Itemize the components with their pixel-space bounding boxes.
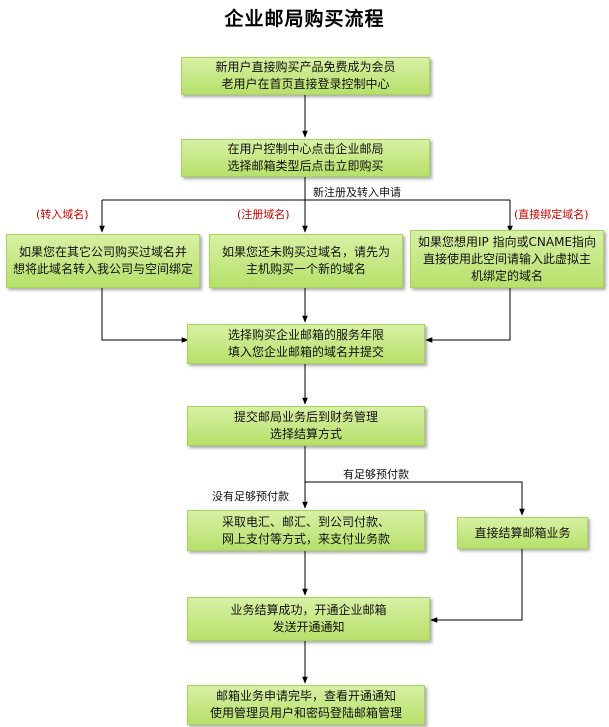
step-bind-domain: 如果您想用IP 指向或CNAME指向 直接使用此空间请输入此虚拟主 机绑定的域名 — [410, 230, 604, 288]
step-select-mailbox: 在用户控制中心点击企业邮局 选择邮箱类型后点击立即购买 — [181, 139, 430, 177]
branch-header-label: 新注册及转入申请 — [313, 186, 401, 199]
label-has-prepay: 有足够预付款 — [343, 468, 409, 481]
step-transfer-domain: 如果您在其它公司购买过域名并 想将此域名转入我公司与空间绑定 — [6, 234, 200, 288]
label-register-domain: (注册域名) — [237, 208, 290, 221]
step-payment: 采取电汇、邮汇、到公司付款、 网上支付等方式，来支付业务款 — [187, 510, 425, 551]
step-direct-settle: 直接结算邮箱业务 — [457, 517, 588, 549]
step-register: 新用户直接购买产品免费成为会员 老用户在首页直接登录控制中心 — [181, 57, 430, 95]
step-success: 业务结算成功，开通企业邮箱 发送开通通知 — [187, 597, 430, 641]
label-no-prepay: 没有足够预付款 — [212, 490, 289, 503]
label-transfer-domain: (转入域名) — [36, 208, 89, 221]
step-new-domain: 如果您还未购买过域名，请先为 主机购买一个新的域名 — [209, 234, 403, 288]
step-finish: 邮箱业务申请完毕，查看开通通知 使用管理员用户和密码登陆邮箱管理 — [187, 685, 425, 725]
arrow-finance-to-direct — [305, 481, 525, 516]
step-submit-finance: 提交邮局业务后到财务管理 选择结算方式 — [187, 406, 425, 446]
label-bind-domain: (直接绑定域名) — [514, 208, 589, 221]
arrow-direct-to-success — [430, 549, 523, 623]
arrow-bind-to-service — [425, 288, 511, 343]
page-title: 企业邮局购买流程 — [224, 8, 385, 30]
arrow-transfer-to-service — [101, 288, 189, 343]
step-service-years: 选择购买企业邮箱的服务年限 填入您企业邮箱的域名并提交 — [187, 324, 425, 364]
